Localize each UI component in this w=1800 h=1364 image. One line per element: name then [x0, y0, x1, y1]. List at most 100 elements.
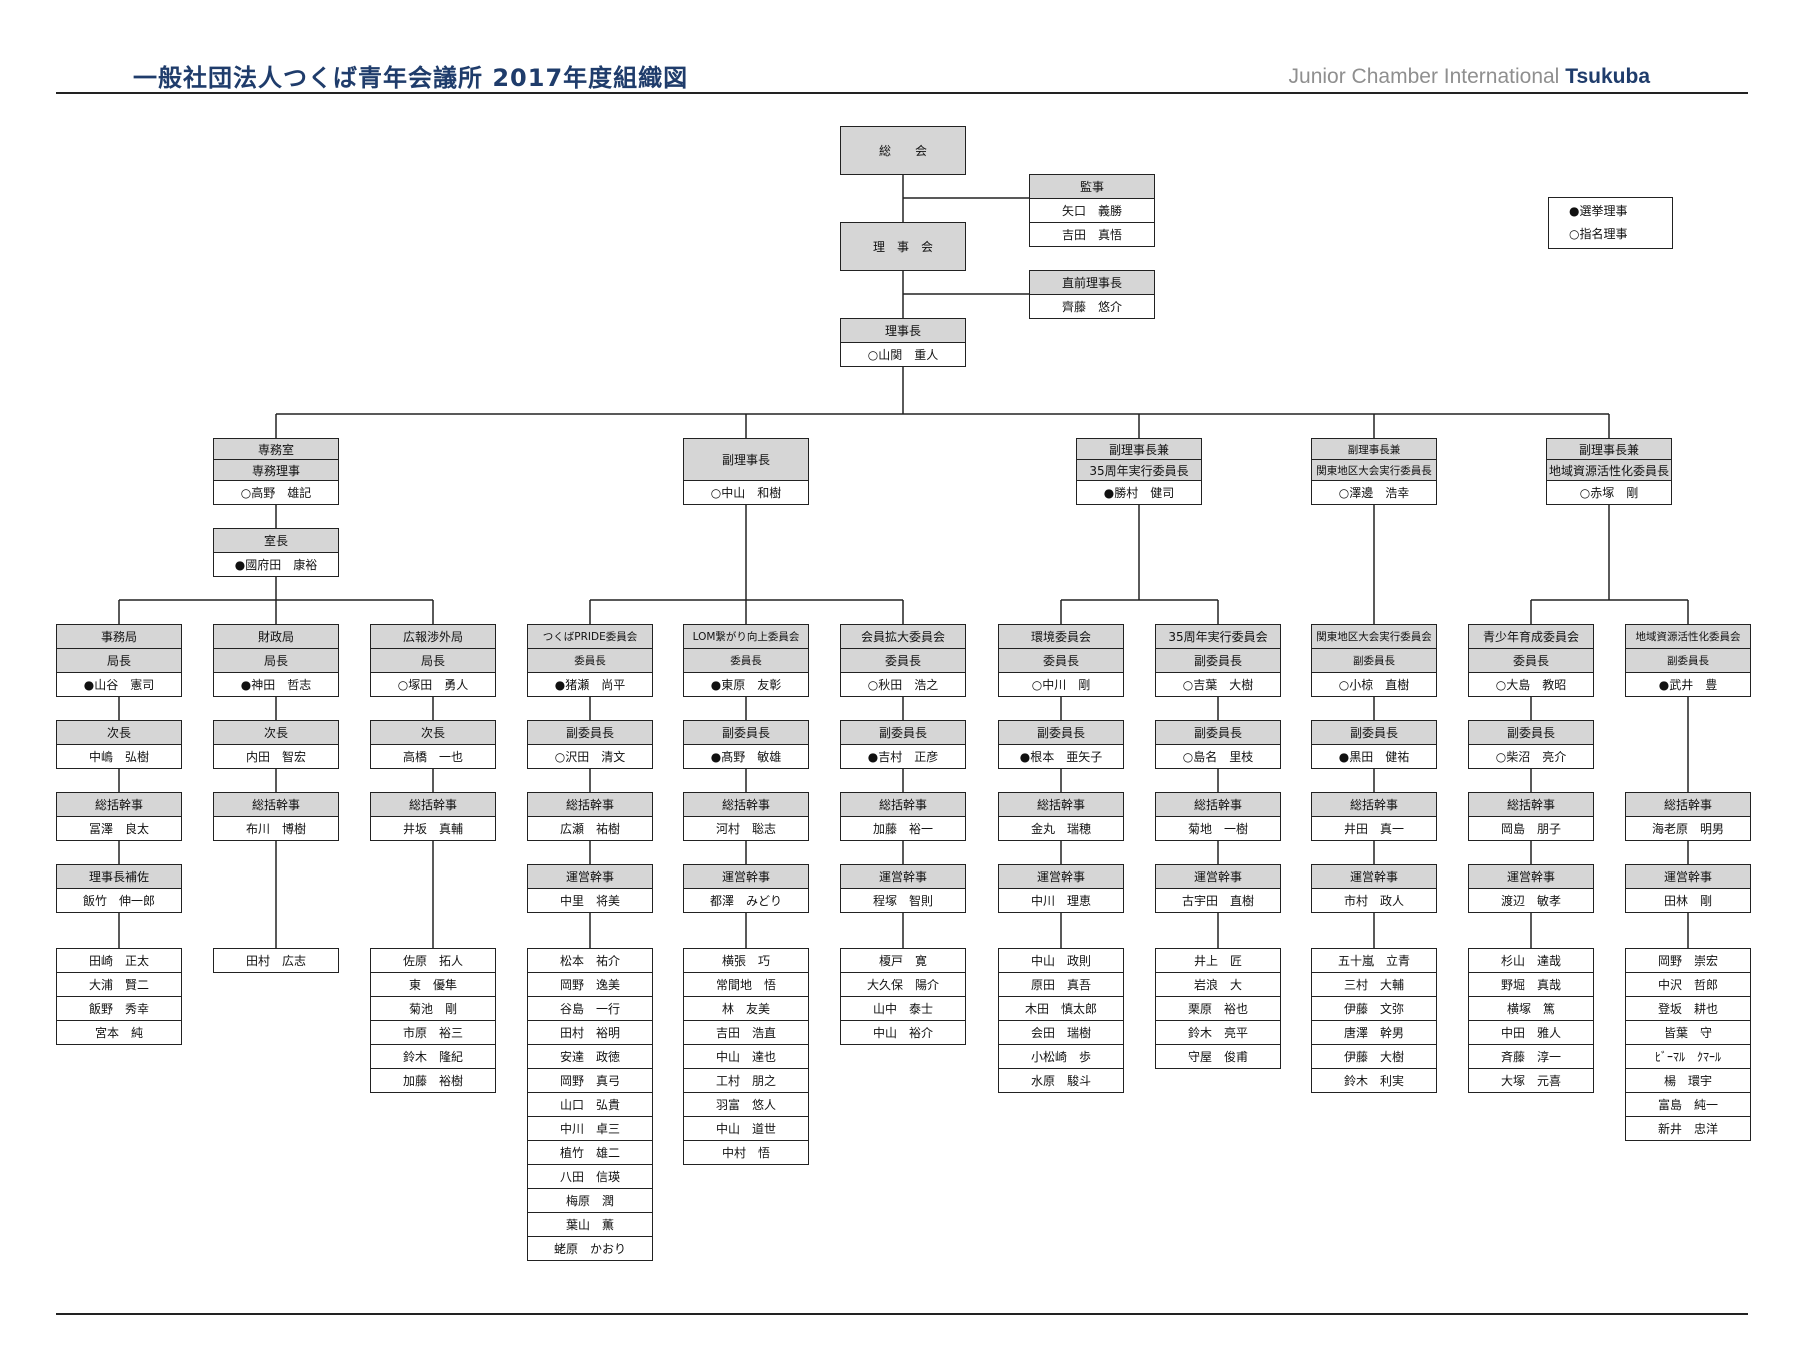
member-name: 松本 祐介 — [527, 948, 653, 973]
member-name: 鈴木 利実 — [1311, 1068, 1437, 1093]
member-name: 吉田 浩直 — [683, 1020, 809, 1045]
committee-member: ○吉葉 大樹 — [1155, 672, 1281, 697]
member-name: 田崎 正太 — [56, 948, 182, 973]
committee-title: 委員長 — [527, 648, 653, 673]
role-member: ○島名 里枝 — [1155, 744, 1281, 769]
member-name: 伊藤 文弥 — [1311, 996, 1437, 1021]
role-member: 加藤 裕一 — [840, 816, 966, 841]
committee-title: 財政局 — [213, 624, 339, 649]
committee-title: 委員長 — [1468, 648, 1594, 673]
member-name: 大浦 賢二 — [56, 972, 182, 997]
role-member: 金丸 瑞穂 — [998, 816, 1124, 841]
member-name: 中田 雅人 — [1468, 1020, 1594, 1045]
member-name: 菊池 剛 — [370, 996, 496, 1021]
committee-member: ○小椋 直樹 — [1311, 672, 1437, 697]
role-title: 次長 — [370, 720, 496, 745]
brand-bold: Tsukuba — [1565, 65, 1650, 88]
board-title: 理 事 会 — [840, 222, 966, 271]
member-name: 木田 慎太郎 — [998, 996, 1124, 1021]
role-title: 副委員長 — [1311, 720, 1437, 745]
role-title: 次長 — [56, 720, 182, 745]
member-name: 岡野 崇宏 — [1625, 948, 1751, 973]
vice-president-title: 関東地区大会実行委員長 — [1311, 459, 1437, 481]
member-name: 守屋 俊甫 — [1155, 1044, 1281, 1069]
member-name: 斉藤 淳一 — [1468, 1044, 1594, 1069]
member-name: 岡野 真弓 — [527, 1068, 653, 1093]
member-name: 大久保 陽介 — [840, 972, 966, 997]
role-title: 総括幹事 — [370, 792, 496, 817]
member-name: 羽富 悠人 — [683, 1092, 809, 1117]
vice-president-member: ○高野 雄記 — [213, 480, 339, 505]
role-title: 総括幹事 — [1311, 792, 1437, 817]
member-name: 田村 広志 — [213, 948, 339, 973]
role-title: 副委員長 — [840, 720, 966, 745]
member-name: 登坂 耕也 — [1625, 996, 1751, 1021]
committee-member: ●武井 豊 — [1625, 672, 1751, 697]
vice-president-member: ○澤邊 浩幸 — [1311, 480, 1437, 505]
role-member: 都澤 みどり — [683, 888, 809, 913]
member-name: 鈴木 亮平 — [1155, 1020, 1281, 1045]
vice-president-title: 35周年実行委員長 — [1076, 459, 1202, 481]
committee-member: ●山谷 憲司 — [56, 672, 182, 697]
member-name: 蛯原 かおり — [527, 1236, 653, 1261]
role-title: 運営幹事 — [527, 864, 653, 889]
committee-title: 局長 — [56, 648, 182, 673]
committee-title: 副委員長 — [1625, 648, 1751, 673]
committee-member: ○秋田 浩之 — [840, 672, 966, 697]
legend-elected: ●選挙理事 — [1569, 204, 1628, 218]
role-title: 総括幹事 — [683, 792, 809, 817]
role-title: 運営幹事 — [1625, 864, 1751, 889]
role-title: 副委員長 — [1468, 720, 1594, 745]
role-member: ●髙野 敏雄 — [683, 744, 809, 769]
role-member: 岡島 朋子 — [1468, 816, 1594, 841]
committee-title: 環境委員会 — [998, 624, 1124, 649]
member-name: 東 優隼 — [370, 972, 496, 997]
role-title: 運営幹事 — [1468, 864, 1594, 889]
member-name: 宮本 純 — [56, 1020, 182, 1045]
office-chief-title: 室長 — [213, 528, 339, 553]
member-name: 工村 朋之 — [683, 1068, 809, 1093]
committee-member: ○塚田 勇人 — [370, 672, 496, 697]
vice-president-title: 専務室 — [213, 438, 339, 460]
committee-title: 青少年育成委員会 — [1468, 624, 1594, 649]
committee-title: 副委員長 — [1311, 648, 1437, 673]
committee-title: 会員拡大委員会 — [840, 624, 966, 649]
role-member: 中里 将美 — [527, 888, 653, 913]
committee-title: 委員長 — [998, 648, 1124, 673]
role-member: ●吉村 正彦 — [840, 744, 966, 769]
member-name: 中村 悟 — [683, 1140, 809, 1165]
committee-member: ○大島 教昭 — [1468, 672, 1594, 697]
member-name: 谷島 一行 — [527, 996, 653, 1021]
member-name: 中山 政則 — [998, 948, 1124, 973]
member-name: 市原 裕三 — [370, 1020, 496, 1045]
role-title: 運営幹事 — [998, 864, 1124, 889]
role-title: 運営幹事 — [683, 864, 809, 889]
role-member: 菊地 一樹 — [1155, 816, 1281, 841]
brand-light: Junior Chamber International — [1288, 65, 1560, 88]
member-name: ﾋﾞｰﾏﾙ ｸﾏｰﾙ — [1625, 1044, 1751, 1069]
vice-president-title: 副理事長兼 — [1076, 438, 1202, 460]
member-name: 鈴木 隆紀 — [370, 1044, 496, 1069]
role-member: 海老原 明男 — [1625, 816, 1751, 841]
member-name: 中山 裕介 — [840, 1020, 966, 1045]
member-name: 井上 匠 — [1155, 948, 1281, 973]
role-member: 古宇田 直樹 — [1155, 888, 1281, 913]
member-name: 杉山 達哉 — [1468, 948, 1594, 973]
member-name: 岡野 逸美 — [527, 972, 653, 997]
member-name: 横張 巧 — [683, 948, 809, 973]
member-name: 田村 裕明 — [527, 1020, 653, 1045]
committee-title: LOM繋がり向上委員会 — [683, 624, 809, 649]
general-meeting-title: 総 会 — [840, 126, 966, 175]
member-name: 葉山 薫 — [527, 1212, 653, 1237]
role-title: 運営幹事 — [1311, 864, 1437, 889]
member-name: 加藤 裕樹 — [370, 1068, 496, 1093]
member-name: 八田 信瑛 — [527, 1164, 653, 1189]
role-member: 程塚 智則 — [840, 888, 966, 913]
role-title: 総括幹事 — [1468, 792, 1594, 817]
role-member: 井坂 真輔 — [370, 816, 496, 841]
committee-title: 副委員長 — [1155, 648, 1281, 673]
committee-title: 関東地区大会実行委員会 — [1311, 624, 1437, 649]
member-name: 水原 駿斗 — [998, 1068, 1124, 1093]
role-member: 冨澤 良太 — [56, 816, 182, 841]
legend-appointed: ○指名理事 — [1569, 227, 1628, 241]
